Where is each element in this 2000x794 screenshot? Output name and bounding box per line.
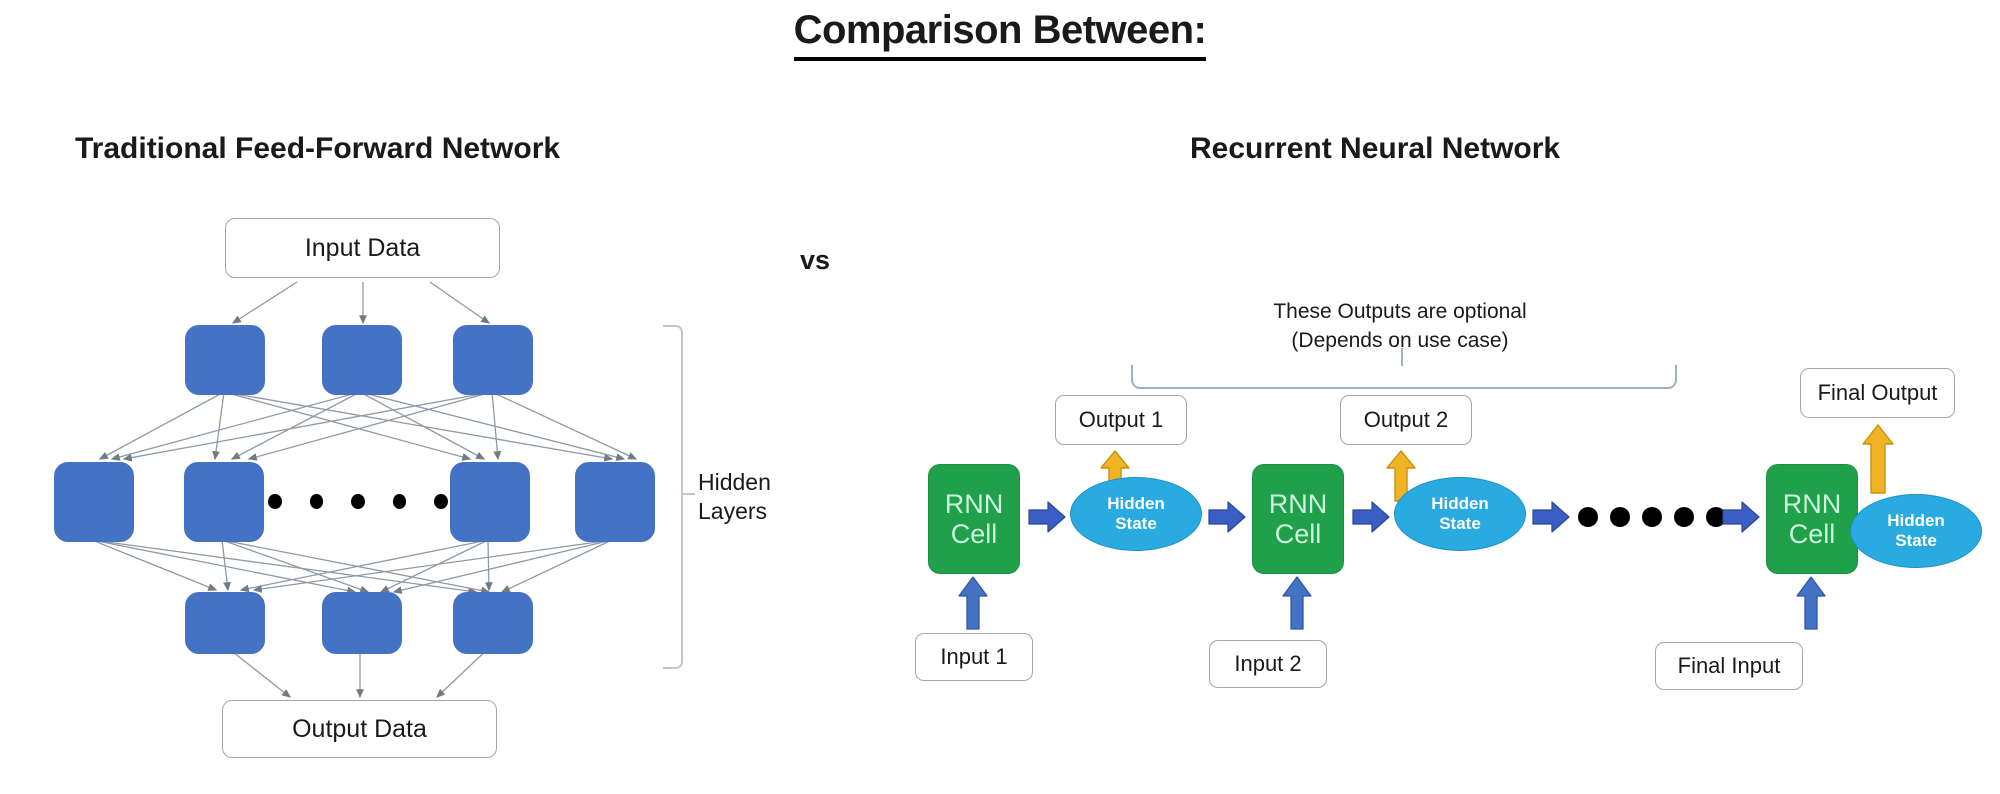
rnn-cell-2: RNN Cell [1252,464,1344,574]
rnn-sequence-ellipsis [1577,506,1727,528]
hidden-node-l2-1 [54,462,134,542]
ellipsis-dot [1674,507,1694,527]
optional-outputs-bracket [1131,365,1677,389]
hidden-node-l3-3 [453,592,533,654]
ellipsis-dot [392,493,407,509]
rnn-cell-2-line2: Cell [1274,519,1322,549]
hidden-layers-bracket-tick [681,493,695,495]
hidden-state-1-line2: State [1115,514,1157,533]
ellipsis-dot [1706,507,1726,527]
hidden-state-2-line1: Hidden [1431,494,1489,514]
hidden-node-l1-3 [453,325,533,395]
hidden-node-l3-2 [322,592,402,654]
rnn-output-box-final[interactable]: Final Output [1800,368,1955,418]
output-arrow-final-icon [1862,424,1894,494]
hidden-state-2: Hidden State [1394,477,1526,551]
rnn-cell-1: RNN Cell [928,464,1020,574]
rnn-cell-final-line2: Cell [1788,519,1836,549]
flow-arrow-4-icon [1532,500,1570,534]
hidden-layers-bracket [663,325,683,669]
ellipsis-dot [1610,507,1630,527]
feed-forward-section-title: Traditional Feed-Forward Network [75,132,561,165]
rnn-output-box-2[interactable]: Output 2 [1340,395,1472,445]
hidden-node-l1-1 [185,325,265,395]
rnn-cell-2-line1: RNN [1268,488,1328,519]
ellipsis-dot [268,493,282,509]
page-title: Comparison Between: [0,8,2000,61]
ellipsis-dot [434,493,448,509]
optional-outputs-note: These Outputs are optional (Depends on u… [1180,297,1620,356]
hidden-node-l1-2 [322,325,402,395]
rnn-output-box-1[interactable]: Output 1 [1055,395,1187,445]
input-arrow-final-icon [1795,576,1827,630]
ellipsis-dot [351,493,365,509]
hidden-state-1: Hidden State [1070,477,1202,551]
hidden-node-l2-3 [450,462,530,542]
flow-arrow-1-icon [1028,500,1066,534]
hidden-layers-label-line1: Hidden [698,469,771,495]
rnn-cell-1-line1: RNN [944,488,1004,519]
rnn-input-box-1[interactable]: Input 1 [915,633,1033,681]
hidden-state-2-line2: State [1439,514,1481,533]
hidden-layers-label: Hidden Layers [698,468,771,526]
ellipsis-dot [309,493,324,509]
feed-forward-input-box[interactable]: Input Data [225,218,500,278]
hidden-node-l2-4 [575,462,655,542]
hidden-state-final: Hidden State [1850,494,1982,568]
rnn-input-box-final[interactable]: Final Input [1655,642,1803,690]
hidden-state-final-line1: Hidden [1887,511,1945,531]
hidden-node-l3-1 [185,592,265,654]
optional-outputs-bracket-stem [1401,348,1403,366]
rnn-cell-final-line1: RNN [1782,488,1842,519]
hidden-layers-label-line2: Layers [698,497,768,524]
optional-outputs-note-line1: These Outputs are optional [1273,300,1527,323]
vs-label: vs [800,245,831,275]
input-arrow-1-icon [957,576,989,630]
flow-arrow-2-icon [1208,500,1246,534]
input-arrow-2-icon [1281,576,1313,630]
rnn-cell-final: RNN Cell [1766,464,1858,574]
hidden-state-1-line1: Hidden [1107,494,1165,514]
rnn-section-title: Recurrent Neural Network [1190,132,1561,165]
ellipsis-dot [1578,507,1598,527]
hidden-state-final-line2: State [1895,531,1937,550]
ellipsis-dot [1642,507,1662,527]
hidden-layer-ellipsis [268,492,448,510]
feed-forward-output-box[interactable]: Output Data [222,700,497,758]
hidden-node-l2-2 [184,462,264,542]
flow-arrow-3-icon [1352,500,1390,534]
rnn-cell-1-line2: Cell [950,519,998,549]
page-title-text: Comparison Between: [793,8,1207,61]
flow-arrow-5-icon [1722,500,1760,534]
rnn-input-box-2[interactable]: Input 2 [1209,640,1327,688]
optional-outputs-note-line2: (Depends on use case) [1291,329,1509,353]
